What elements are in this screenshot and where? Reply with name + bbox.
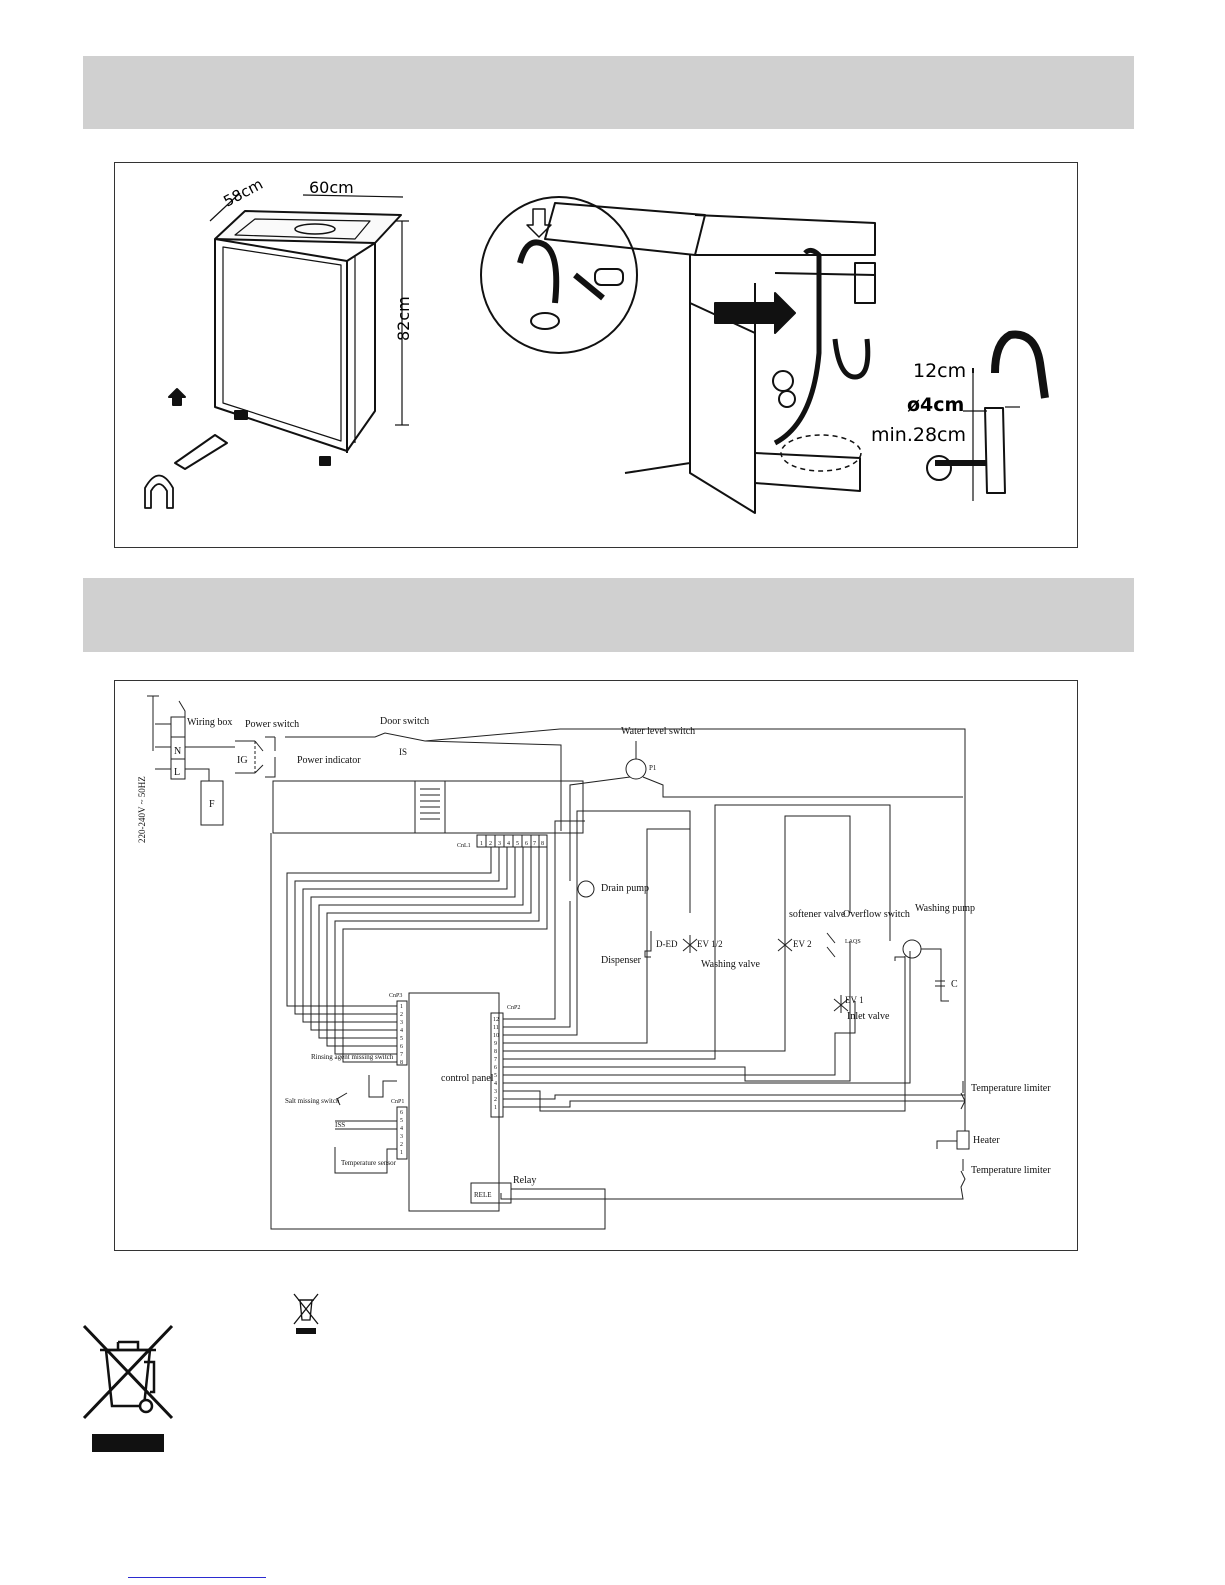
washing-valve-code: EV 1/2 bbox=[697, 939, 723, 949]
footer-underline bbox=[128, 1577, 266, 1578]
softener-valve-code: EV 2 bbox=[793, 939, 812, 949]
kitchen-cabinet-illustration bbox=[544, 202, 876, 514]
svg-text:5: 5 bbox=[400, 1036, 403, 1042]
dispenser-code: D-ED bbox=[656, 939, 678, 949]
weee-crossed-bin-icon bbox=[82, 1324, 174, 1452]
inlet-valve-label: Inlet valve bbox=[847, 1011, 890, 1022]
svg-text:4: 4 bbox=[400, 1028, 403, 1034]
svg-text:2: 2 bbox=[400, 1012, 403, 1018]
ig-label: IG bbox=[237, 755, 248, 766]
laqs-label: LAQS bbox=[845, 939, 861, 945]
svg-text:1: 1 bbox=[494, 1105, 497, 1111]
temperature-limiter-bottom-label: Temperature limiter bbox=[971, 1165, 1051, 1176]
svg-text:4: 4 bbox=[400, 1126, 403, 1132]
salt-switch-code: ISS bbox=[335, 1121, 345, 1129]
svg-text:4: 4 bbox=[507, 841, 510, 847]
drain-pipe-detail bbox=[926, 330, 1049, 501]
p1-label: P1 bbox=[649, 764, 657, 772]
softener-valve-label: softener valve bbox=[789, 909, 846, 920]
svg-text:5: 5 bbox=[400, 1118, 403, 1124]
cnl1-pin-labels: 1 2 3 4 5 6 7 8 bbox=[480, 841, 544, 847]
supply-voltage-label: 220-240V ~ 50HZ bbox=[137, 776, 147, 843]
temperature-sensor-label: Temperature sensor bbox=[341, 1159, 397, 1167]
svg-text:12: 12 bbox=[493, 1017, 499, 1023]
svg-text:3: 3 bbox=[498, 841, 501, 847]
relay-label: Relay bbox=[513, 1175, 536, 1186]
drain-min-height: min.28cm bbox=[871, 424, 966, 446]
cnp2-label: CnP2 bbox=[507, 1005, 520, 1011]
svg-text:10: 10 bbox=[493, 1033, 499, 1039]
door-switch-label: Door switch bbox=[380, 716, 429, 727]
overflow-switch-label: Overflow switch bbox=[843, 909, 910, 920]
svg-text:5: 5 bbox=[516, 841, 519, 847]
svg-text:11: 11 bbox=[493, 1025, 499, 1031]
wiring-diagram-panel: 1 2 3 4 5 6 7 8 1 2 3 4 5 6 7 8 12 11 10… bbox=[114, 680, 1078, 1251]
cnp3-label: CnP3 bbox=[389, 993, 402, 999]
svg-text:1: 1 bbox=[480, 841, 483, 847]
inlet-valve-code: EV 1 bbox=[845, 995, 864, 1005]
dimension-width: 60cm bbox=[309, 178, 354, 197]
svg-text:1: 1 bbox=[400, 1004, 403, 1010]
svg-text:8: 8 bbox=[494, 1049, 497, 1055]
temperature-limiter-top-label: Temperature limiter bbox=[971, 1083, 1051, 1094]
weee-small-icon bbox=[293, 1293, 319, 1334]
drain-pump-label: Drain pump bbox=[601, 883, 649, 894]
svg-text:6: 6 bbox=[400, 1110, 403, 1116]
washing-valve-label: Washing valve bbox=[701, 959, 760, 970]
power-switch-label: Power switch bbox=[245, 719, 299, 730]
fuse-label: F bbox=[209, 799, 215, 810]
svg-text:2: 2 bbox=[400, 1142, 403, 1148]
control-panel-label: control panel bbox=[441, 1073, 494, 1084]
svg-text:3: 3 bbox=[494, 1089, 497, 1095]
svg-text:6: 6 bbox=[525, 841, 528, 847]
power-indicator-label: Power indicator bbox=[297, 755, 361, 766]
neutral-terminal-label: N bbox=[174, 746, 181, 757]
wiring-diagram: 1 2 3 4 5 6 7 8 1 2 3 4 5 6 7 8 12 11 10… bbox=[137, 695, 1051, 1230]
cnp3-pin-labels: 1 2 3 4 5 6 7 8 bbox=[400, 1004, 403, 1066]
svg-text:6: 6 bbox=[494, 1065, 497, 1071]
water-level-switch-label: Water level switch bbox=[621, 726, 695, 737]
rinsing-agent-switch-label: Rinsing agent missing switch bbox=[311, 1053, 394, 1061]
installation-illustration: 58cm 60cm 82cm 12cm ø4cm min.28cm bbox=[144, 175, 1049, 514]
svg-text:8: 8 bbox=[541, 841, 544, 847]
svg-text:5: 5 bbox=[494, 1073, 497, 1079]
svg-text:3: 3 bbox=[400, 1134, 403, 1140]
washing-pump-label: Washing pump bbox=[915, 903, 975, 914]
svg-text:7: 7 bbox=[533, 841, 536, 847]
drain-hook-detail-circle bbox=[480, 196, 638, 354]
svg-text:7: 7 bbox=[494, 1057, 497, 1063]
cnp2-pin-labels: 12 11 10 9 8 7 6 5 4 3 2 1 bbox=[493, 1017, 499, 1111]
relay-code: RELE bbox=[474, 1191, 492, 1199]
svg-text:2: 2 bbox=[494, 1097, 497, 1103]
svg-text:3: 3 bbox=[400, 1020, 403, 1026]
svg-text:4: 4 bbox=[494, 1081, 497, 1087]
cnp1-label: CnP1 bbox=[391, 1099, 404, 1105]
section-header-band-installation bbox=[83, 56, 1134, 129]
door-switch-code: IS bbox=[399, 747, 407, 757]
installation-illustration-panel: 58cm 60cm 82cm 12cm ø4cm min.28cm bbox=[114, 162, 1078, 548]
svg-text:6: 6 bbox=[400, 1044, 403, 1050]
cnl1-label: CnL1 bbox=[457, 843, 471, 849]
salt-missing-switch-label: Salt missing switch bbox=[285, 1097, 340, 1105]
svg-text:7: 7 bbox=[400, 1052, 403, 1058]
cnp1-pin-labels: 6 5 4 3 2 1 bbox=[400, 1110, 403, 1156]
svg-text:8: 8 bbox=[400, 1060, 403, 1066]
dimension-height: 82cm bbox=[394, 296, 413, 341]
heater-label: Heater bbox=[973, 1135, 1000, 1146]
svg-text:2: 2 bbox=[489, 841, 492, 847]
dispenser-label: Dispenser bbox=[601, 955, 642, 966]
wiring-box-label: Wiring box bbox=[187, 717, 232, 728]
dishwasher-illustration bbox=[144, 192, 409, 509]
dimension-depth: 58cm bbox=[220, 175, 265, 211]
svg-text:9: 9 bbox=[494, 1041, 497, 1047]
capacitor-label: C bbox=[951, 979, 958, 990]
drain-hose-loop-height: 12cm bbox=[913, 360, 966, 382]
section-header-band-wiring bbox=[83, 578, 1134, 652]
svg-text:1: 1 bbox=[400, 1150, 403, 1156]
drain-pipe-diameter: ø4cm bbox=[907, 394, 964, 416]
live-terminal-label: L bbox=[174, 767, 180, 778]
